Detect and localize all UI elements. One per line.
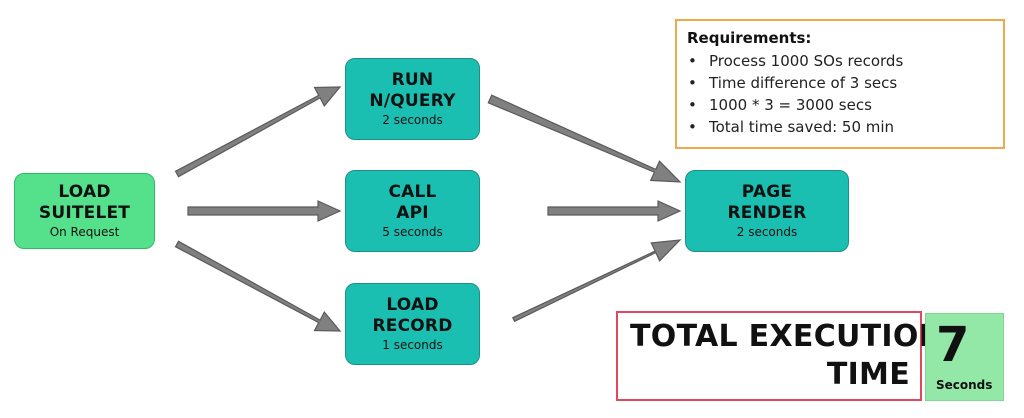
load-suitelet-node: LOAD SUITELET On Request bbox=[14, 173, 155, 249]
total-seconds-value: 7 bbox=[936, 317, 970, 373]
node-title-line1: LOAD bbox=[386, 295, 439, 315]
bullet-icon: • bbox=[688, 96, 697, 114]
node-title-line1: LOAD bbox=[58, 182, 111, 202]
bullet-icon: • bbox=[688, 74, 697, 92]
requirement-text: Process 1000 SOs records bbox=[709, 52, 904, 70]
arrow-suitelet-to-record bbox=[174, 240, 342, 332]
total-seconds-unit: Seconds bbox=[936, 378, 993, 392]
arrow-api-to-render bbox=[547, 200, 682, 222]
requirement-item: • Time difference of 3 secs bbox=[687, 72, 993, 94]
bullet-icon: • bbox=[688, 52, 697, 70]
requirement-item: • Total time saved: 50 min bbox=[687, 116, 993, 138]
requirement-text: Total time saved: 50 min bbox=[709, 118, 895, 136]
node-subtitle: 2 seconds bbox=[736, 225, 798, 239]
requirements-title: Requirements: bbox=[687, 29, 812, 47]
requirements-list: • Process 1000 SOs records • Time differen… bbox=[687, 50, 993, 138]
node-title-line1: RUN bbox=[391, 70, 434, 90]
call-api-node: CALL API 5 seconds bbox=[345, 170, 480, 252]
requirement-item: • 1000 * 3 = 3000 secs bbox=[687, 94, 993, 116]
arrow-record-to-render bbox=[511, 239, 682, 323]
arrow-suitelet-to-query bbox=[174, 86, 342, 178]
node-title-line2: SUITELET bbox=[38, 203, 131, 223]
total-label-line1: TOTAL EXECUTION bbox=[630, 319, 945, 354]
node-title-line2: RENDER bbox=[727, 203, 807, 223]
load-record-node: LOAD RECORD 1 seconds bbox=[345, 283, 480, 365]
bullet-icon: • bbox=[688, 118, 697, 136]
run-query-node: RUN N/QUERY 2 seconds bbox=[345, 58, 480, 140]
requirement-text: 1000 * 3 = 3000 secs bbox=[709, 96, 872, 114]
arrow-suitelet-to-api bbox=[187, 200, 342, 222]
requirements-box: Requirements: • Process 1000 SOs records … bbox=[675, 19, 1005, 149]
total-seconds-box: 7 Seconds bbox=[925, 313, 1004, 401]
node-title-line2: N/QUERY bbox=[369, 91, 456, 111]
node-title-line1: PAGE bbox=[741, 182, 793, 202]
node-subtitle: 1 seconds bbox=[382, 338, 443, 352]
requirement-text: Time difference of 3 secs bbox=[709, 74, 898, 92]
node-subtitle: 5 seconds bbox=[382, 225, 443, 239]
node-title-line2: RECORD bbox=[372, 316, 453, 336]
node-subtitle: On Request bbox=[49, 225, 120, 239]
node-title-line2: API bbox=[396, 203, 429, 223]
node-title-line1: CALL bbox=[388, 182, 437, 202]
total-label-line2: TIME bbox=[826, 357, 910, 392]
requirement-item: • Process 1000 SOs records bbox=[687, 50, 993, 72]
total-execution-time-box: TOTAL EXECUTION TIME bbox=[616, 311, 944, 401]
node-subtitle: 2 seconds bbox=[382, 113, 443, 127]
arrow-query-to-render bbox=[487, 94, 682, 183]
page-render-node: PAGE RENDER 2 seconds bbox=[685, 170, 849, 252]
